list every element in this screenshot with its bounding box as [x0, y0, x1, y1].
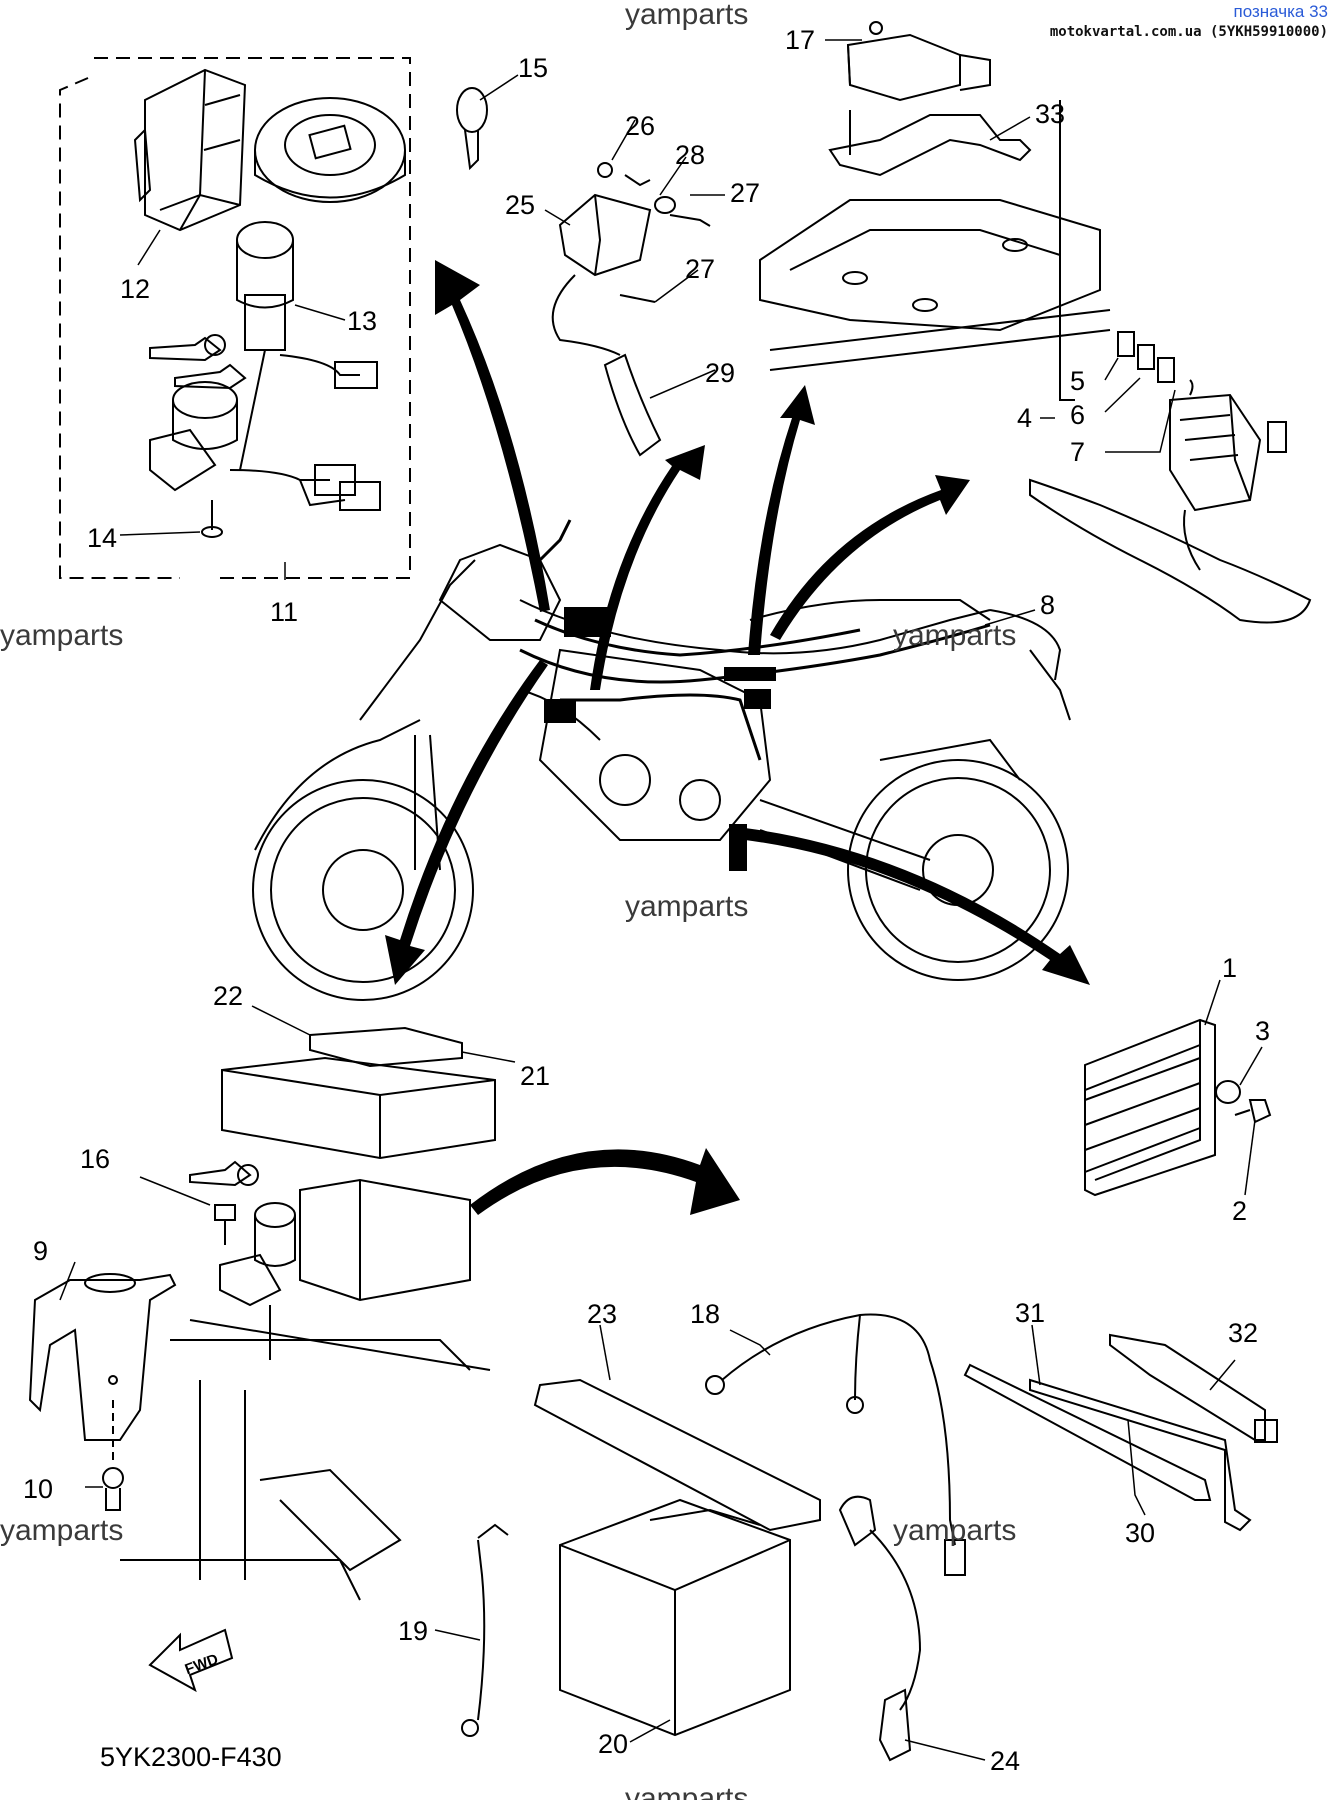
- motorcycle-outline: [252, 543, 1071, 1001]
- callout-22: 22: [213, 981, 243, 1011]
- watermark-right: yamparts: [893, 619, 1016, 652]
- coil-harness-block: [544, 699, 576, 723]
- part-battery-20: [559, 1498, 791, 1737]
- direction-arrows: [385, 260, 1090, 1215]
- callout-27a: 27: [730, 178, 760, 208]
- callout-9: 9: [33, 1236, 48, 1266]
- part-screw-14: [201, 500, 223, 538]
- callout-10: 10: [23, 1474, 53, 1504]
- part-plus-lead-19: [461, 1523, 509, 1737]
- watermarks: yamparts yamparts yamparts yamparts yamp…: [0, 0, 1016, 1800]
- callout-5: 5: [1070, 366, 1085, 396]
- callout-28: 28: [675, 140, 705, 170]
- callout-24: 24: [990, 1746, 1020, 1776]
- callout-13: 13: [347, 306, 377, 336]
- arrow-to-coil: [590, 445, 705, 690]
- part-ecu-bracket: [759, 21, 1111, 371]
- part-fuel-cap: [254, 97, 406, 203]
- callout-19: 19: [398, 1616, 428, 1646]
- kit-dashed-frame: [59, 57, 411, 579]
- callout-17: 17: [785, 25, 815, 55]
- header-title: позначка 33: [1233, 2, 1329, 21]
- part-screw-10: [102, 1400, 124, 1511]
- callout-15: 15: [518, 53, 548, 83]
- part-band-30: [963, 1363, 1212, 1501]
- leader-lines: [59, 39, 1263, 1761]
- callout-7: 7: [1070, 437, 1085, 467]
- callout-8: 8: [1040, 590, 1055, 620]
- callout-3: 3: [1255, 1016, 1270, 1046]
- part-ecu-box: [133, 68, 247, 232]
- part-collar-3: [1215, 1080, 1241, 1104]
- part-key-blank: [456, 87, 488, 171]
- part-lead-24: [838, 1495, 922, 1762]
- callout-27b: 27: [685, 254, 715, 284]
- callout-29: 29: [705, 358, 735, 388]
- part-band-23: [533, 1378, 821, 1532]
- part-cover-9: [28, 1273, 177, 1441]
- part-band-32: [1109, 1333, 1278, 1443]
- part-bolt-16: [214, 1204, 236, 1245]
- arrow-to-ecu: [748, 385, 815, 655]
- relay-harness-block: [744, 689, 771, 709]
- callout-20: 20: [598, 1729, 628, 1759]
- callout-1: 1: [1222, 953, 1237, 983]
- callout-26: 26: [625, 111, 655, 141]
- diagram-code: 5YK2300-F430: [100, 1742, 282, 1772]
- callout-labels: 1 2 3 4 5 6 7 8 9 10 11 12 13 14 15 16 1…: [23, 25, 1270, 1776]
- watermark-left: yamparts: [0, 619, 123, 652]
- regulator-harness-block: [729, 824, 747, 871]
- callout-30: 30: [1125, 1518, 1155, 1548]
- part-main-switch: [149, 221, 381, 511]
- callout-4: 4: [1017, 403, 1032, 433]
- arrow-to-regulator: [745, 828, 1090, 985]
- part-band-31: [1029, 1378, 1252, 1532]
- arrow-to-kit: [435, 260, 550, 612]
- callout-32: 32: [1228, 1318, 1258, 1348]
- watermark-lower-right: yamparts: [893, 1514, 1016, 1547]
- callout-25: 25: [505, 190, 535, 220]
- callout-16: 16: [80, 1144, 110, 1174]
- callout-14: 14: [87, 523, 117, 553]
- callout-11: 11: [270, 597, 298, 627]
- part-ignition-coil: [551, 162, 711, 457]
- watermark-top: yamparts: [625, 0, 748, 31]
- arrow-to-battery: [385, 660, 548, 985]
- callout-2: 2: [1232, 1196, 1247, 1226]
- callout-12: 12: [120, 274, 150, 304]
- callout-33: 33: [1035, 99, 1065, 129]
- callout-23: 23: [587, 1299, 617, 1329]
- callout-6: 6: [1070, 400, 1085, 430]
- watermark-center: yamparts: [625, 890, 748, 923]
- part-rubber-22: [309, 1026, 463, 1068]
- fwd-arrow-icon: FWD: [148, 1628, 234, 1693]
- arrow-to-fusebox: [770, 475, 970, 640]
- part-battery-box-frame: [120, 1178, 491, 1601]
- callout-21: 21: [520, 1061, 550, 1091]
- watermark-bottom: yamparts: [625, 1782, 748, 1800]
- fusebox-harness-block: [724, 667, 776, 681]
- part-rectifier-regulator: [1084, 1018, 1216, 1197]
- callout-31: 31: [1015, 1298, 1045, 1328]
- callout-18: 18: [690, 1299, 720, 1329]
- part-minus-lead-18: [705, 1313, 966, 1576]
- part-battery-cover-21: [221, 1056, 496, 1160]
- part-bolt-2: [1234, 1099, 1272, 1124]
- header-source: motokvartal.com.ua (5YKH59910000): [1049, 24, 1328, 40]
- arrow-to-battery-parts: [470, 1148, 740, 1215]
- watermark-lower-left: yamparts: [0, 1514, 123, 1547]
- part-fuse-box: [1029, 100, 1312, 624]
- part-main-switch-lower: [189, 1160, 296, 1360]
